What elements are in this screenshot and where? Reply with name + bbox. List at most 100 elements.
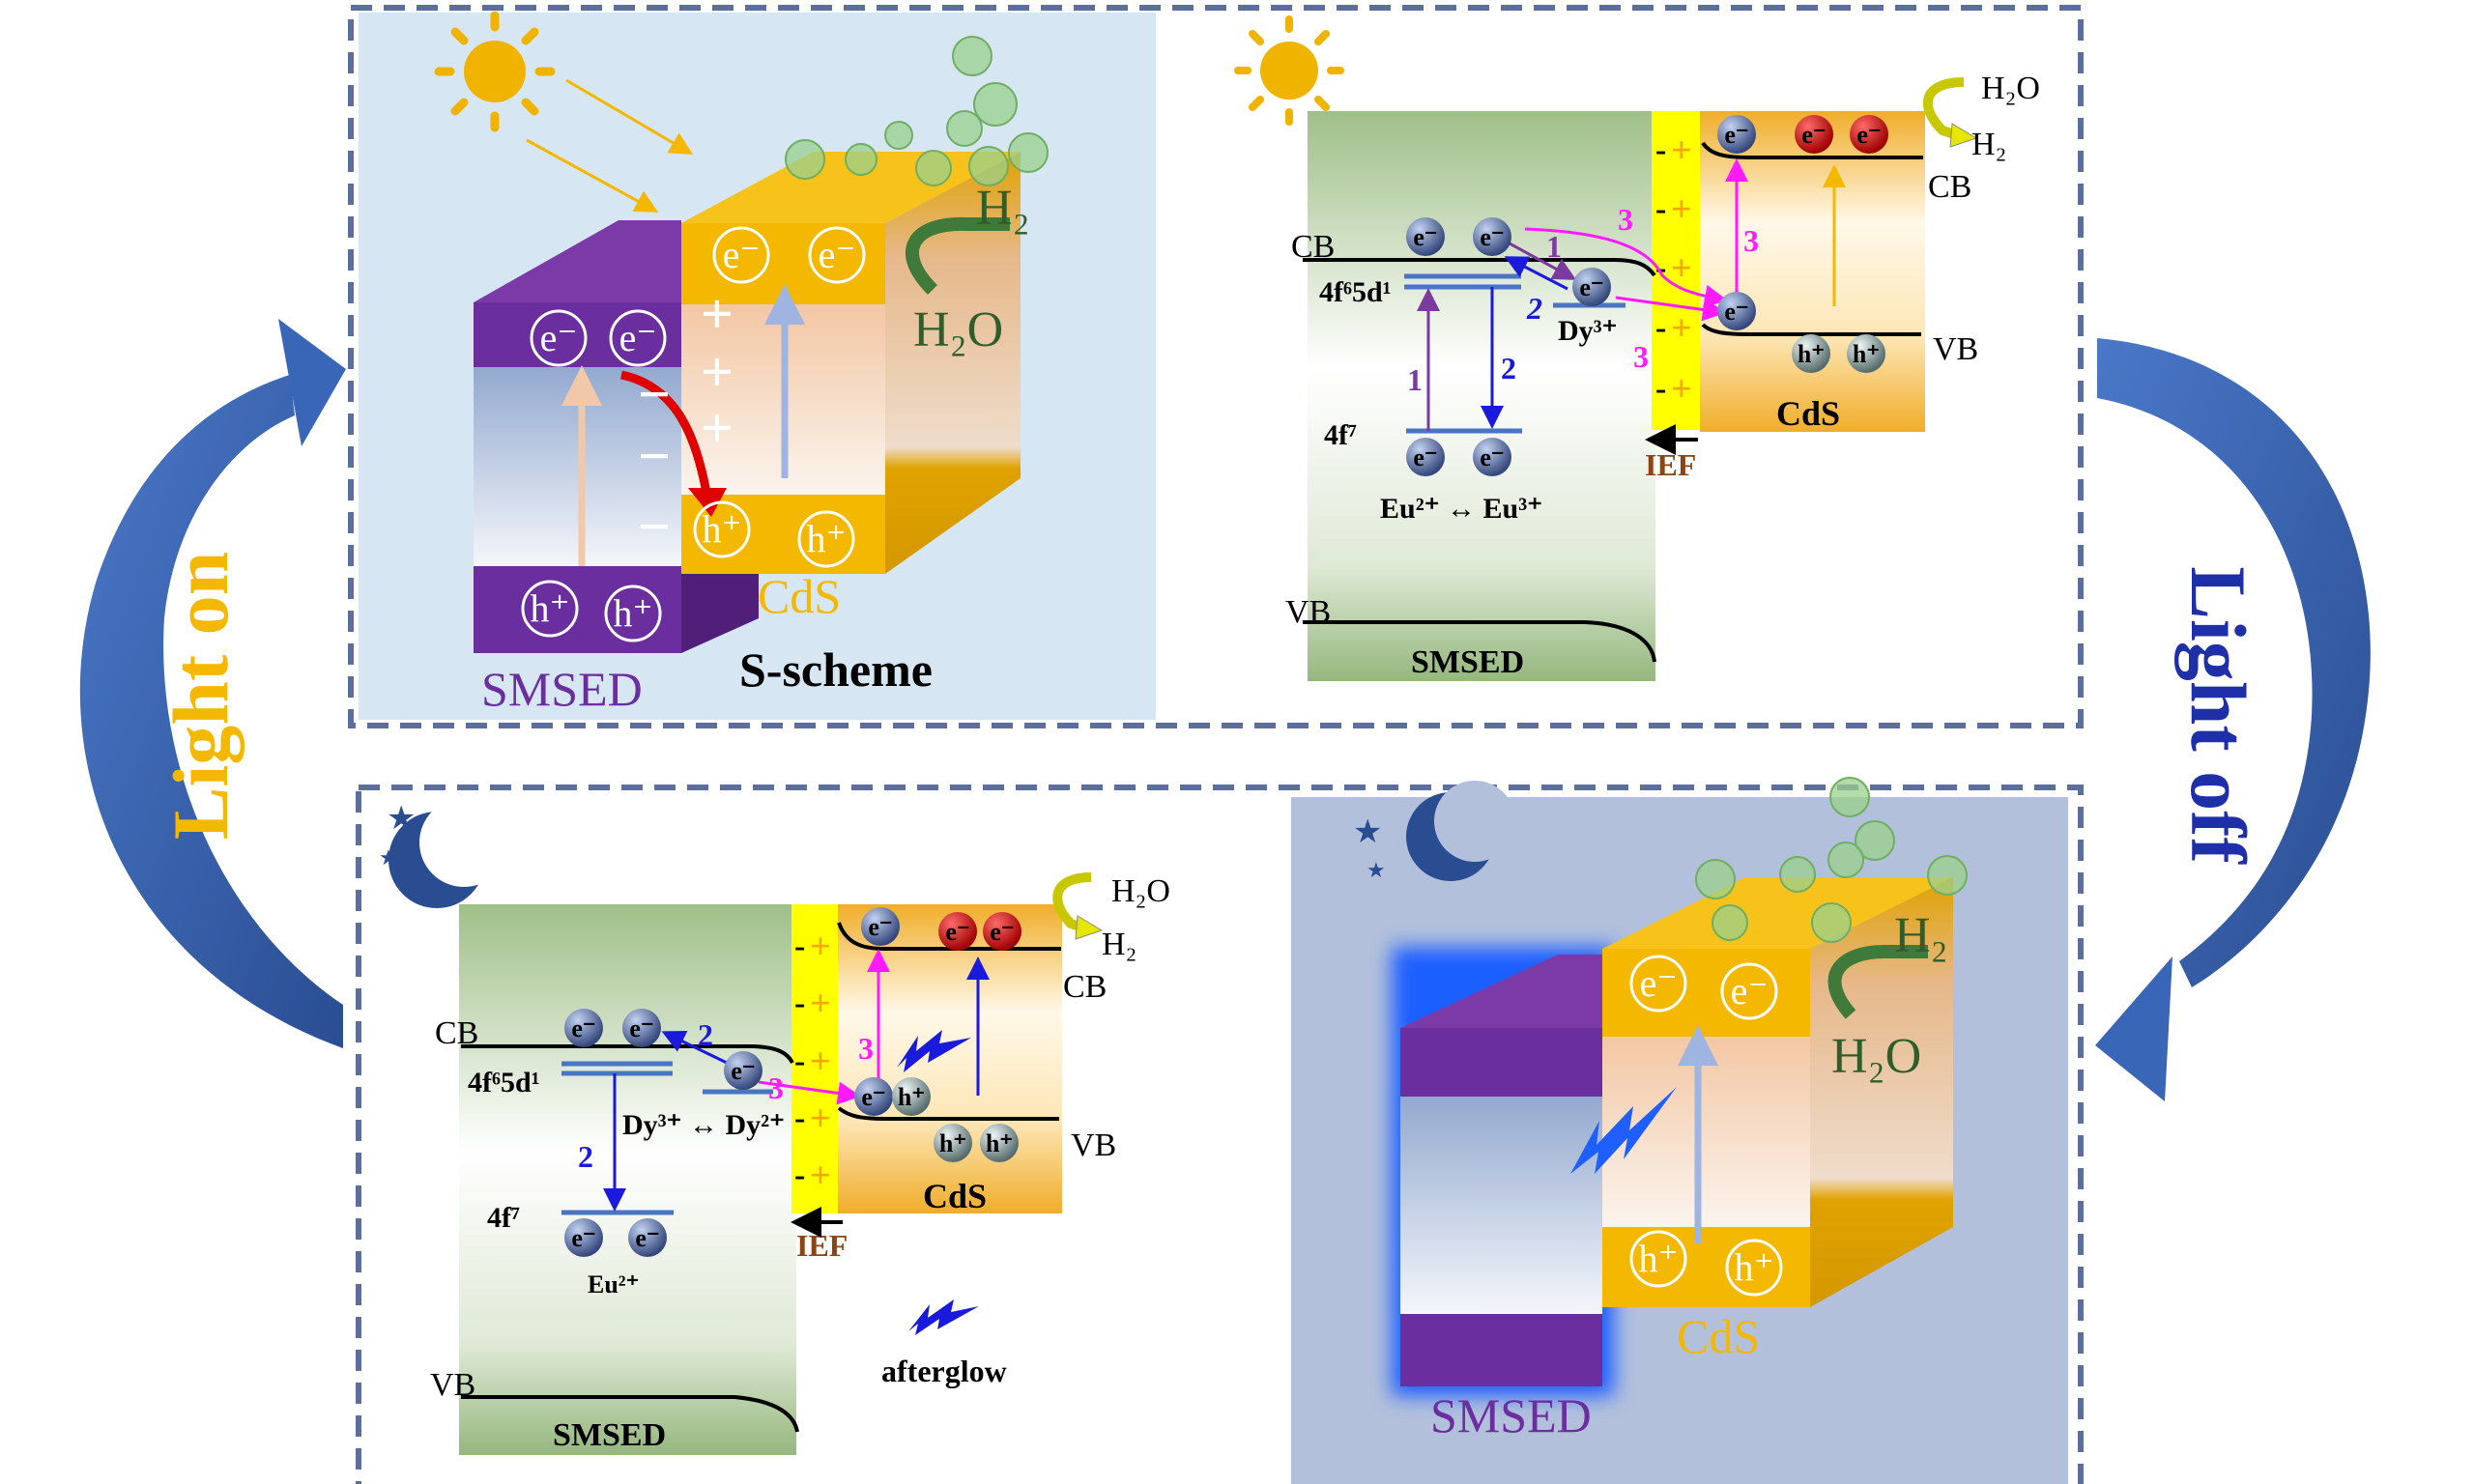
minus-sign: -: [794, 1043, 805, 1079]
interface-charge-pair: -+: [1655, 130, 1692, 171]
minus-sign: -: [1655, 132, 1666, 168]
plus-sign: +: [810, 1156, 831, 1196]
star-icon: ★: [1366, 858, 1386, 882]
hole-circle: h⁺: [1629, 1230, 1687, 1288]
cds-vb-label: VB: [1933, 331, 1978, 367]
electron-ball: e⁻: [622, 1009, 661, 1047]
electron-label: e⁻: [1724, 298, 1748, 326]
electron-label: e⁻: [1480, 443, 1504, 471]
electron-label: e⁻: [1640, 961, 1678, 1005]
interface-charge-pair: -+: [794, 1042, 831, 1082]
h2o-label: H₂O: [1831, 1029, 1921, 1084]
smsed-cb-line: [461, 1044, 794, 1064]
minus-sign: −: [638, 495, 671, 558]
plus-sign: +: [1671, 369, 1692, 410]
electron-ball: e⁻: [1717, 292, 1756, 330]
step-2-label: 2: [578, 1139, 593, 1174]
electron-label: e⁻: [819, 233, 856, 276]
hole-ball: h⁺: [892, 1077, 931, 1116]
minus-sign: -: [1655, 250, 1666, 286]
hole-label: h⁺: [702, 507, 741, 551]
electron-ball: e⁻: [564, 1218, 603, 1257]
cds-cb-label: CB: [1928, 169, 1971, 205]
plus-sign: +: [1671, 308, 1692, 349]
step-3-label: 3: [1633, 339, 1649, 374]
electron-circle: e⁻: [1720, 962, 1778, 1020]
electron-ball: e⁻: [1406, 217, 1445, 256]
electron-circle: e⁻: [712, 226, 770, 284]
interface-charge-pair: -+: [794, 927, 831, 967]
plus-sign: +: [701, 282, 734, 346]
electron-label: e⁻: [1579, 273, 1603, 301]
hole-circle: h⁺: [693, 500, 751, 558]
electron-label: e⁻: [571, 1014, 595, 1042]
dy-label: Dy³⁺: [1558, 315, 1618, 347]
electron-label: e⁻: [571, 1224, 595, 1252]
eu2-label: Eu²⁺: [588, 1270, 639, 1298]
plus-sign: +: [1671, 248, 1692, 289]
light-off-cycle-arrow: [2095, 338, 2371, 1101]
interface-charge-pair: -+: [794, 984, 831, 1024]
hole-circle: h⁺: [521, 580, 579, 638]
water-to-hydrogen-arrow: [906, 216, 1010, 295]
afterglow-lightning-icon: [908, 1299, 979, 1335]
hole-label: h⁺: [1734, 1245, 1773, 1289]
electron-label: e⁻: [1731, 969, 1769, 1013]
electron-ball: e⁻: [1795, 115, 1833, 154]
minus-sign: −: [638, 362, 671, 426]
electron-ball: e⁻: [1850, 115, 1888, 154]
electron-ball: e⁻: [1473, 217, 1511, 256]
electron-circle: e⁻: [808, 226, 866, 284]
interface-charge-pair: -+: [1655, 189, 1692, 230]
cds-cb-line: [1701, 141, 1923, 159]
minus-sign: −: [638, 424, 671, 488]
hole-label: h⁺: [939, 1129, 966, 1157]
lightning-icon: [897, 1030, 971, 1072]
cds-label: CdS: [1677, 1309, 1760, 1363]
electron-label: e⁻: [868, 913, 892, 941]
eu-pair-label: Eu²⁺ ↔ Eu³⁺: [1380, 493, 1542, 525]
level-4f65d1-label: 4f⁶5d¹: [1319, 276, 1392, 308]
hole-label: h⁺: [530, 586, 569, 630]
light-off-band-diagram: ★ ★ -+-+-+-+-+ CB VB 4f⁶5d¹ 4f⁷ Eu²⁺ Dy³…: [379, 798, 1170, 1455]
cds-label: CdS: [758, 569, 841, 623]
hole-label: h⁺: [1638, 1237, 1678, 1280]
arrow-step3-cb-transfer: [1524, 227, 1728, 308]
electron-label: e⁻: [861, 1083, 885, 1111]
step-1-label: 1: [1546, 229, 1562, 264]
plus-sign: +: [810, 1042, 831, 1082]
top-panel-border: [348, 5, 2084, 728]
h2-label: H₂: [976, 181, 1030, 236]
hole-circle: h⁺: [1725, 1239, 1783, 1297]
hole-ball: h⁺: [980, 1124, 1019, 1162]
cb-label: CB: [435, 1015, 478, 1051]
bottom-panel-border: [356, 785, 2084, 1484]
sunlight-rays: [526, 78, 694, 213]
cds-cb-line: [837, 922, 1061, 951]
electron-label: e⁻: [1724, 121, 1748, 149]
hole-circle: h⁺: [797, 510, 855, 568]
electron-circle: e⁻: [1629, 955, 1687, 1013]
smsed-label: SMSED: [481, 662, 643, 716]
smsed-cb-line: [1303, 258, 1656, 277]
electron-ball: e⁻: [1572, 268, 1611, 306]
interface-strip: [791, 904, 838, 1213]
level-4f7-label: 4f⁷: [487, 1202, 520, 1234]
plus-sign: +: [1671, 130, 1692, 171]
electron-ball: e⁻: [628, 1218, 667, 1257]
electron-label: e⁻: [945, 918, 969, 946]
electron-label: e⁻: [635, 1224, 659, 1252]
minus-sign: -: [794, 1157, 805, 1193]
star-icon: ★: [387, 801, 416, 837]
arrow-step1-trap: [1509, 242, 1577, 280]
electron-label: e⁻: [619, 316, 657, 359]
electron-label: e⁻: [723, 233, 761, 276]
electron-label: e⁻: [1801, 121, 1826, 149]
water-to-hydrogen-arrow: [1827, 945, 1928, 1019]
h2o-label: H₂O: [1111, 873, 1170, 909]
smsed-band-label: SMSED: [553, 1417, 666, 1453]
hole-label: h⁺: [1798, 340, 1825, 368]
smsed-band-box: [459, 904, 796, 1455]
moon-icon: [388, 798, 508, 908]
